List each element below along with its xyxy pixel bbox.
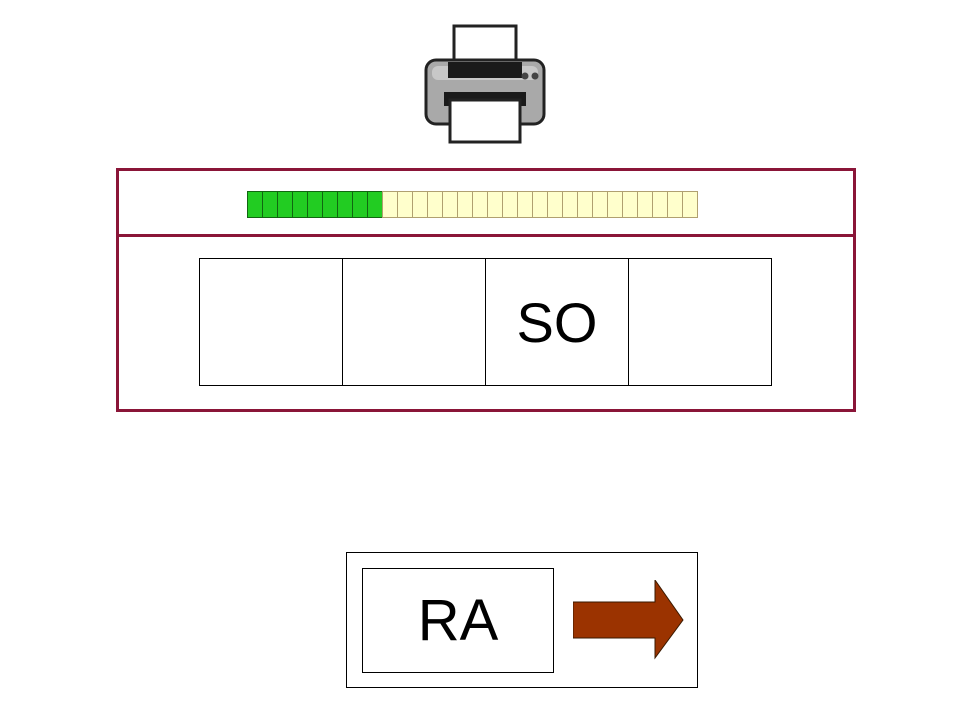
progress-segment-filled [307, 191, 323, 218]
answer-panel: RA [346, 552, 698, 688]
progress-segment-empty [547, 191, 563, 218]
progress-segment-empty [592, 191, 608, 218]
progress-segment-empty [397, 191, 413, 218]
progress-segment-empty [637, 191, 653, 218]
progress-segment-filled [277, 191, 293, 218]
progress-segment-empty [622, 191, 638, 218]
progress-segment-empty [682, 191, 698, 218]
word-slot-1[interactable] [199, 258, 343, 386]
word-slots: SO [199, 258, 772, 386]
progress-segment-empty [517, 191, 533, 218]
right-arrow-icon[interactable] [573, 580, 685, 660]
progress-segment-filled [262, 191, 278, 218]
progress-segment-empty [457, 191, 473, 218]
syllable-card[interactable]: RA [362, 568, 554, 673]
progress-segment-empty [652, 191, 668, 218]
word-slot-2[interactable] [342, 258, 486, 386]
progress-segment-filled [322, 191, 338, 218]
word-slot-3[interactable]: SO [485, 258, 629, 386]
progress-region [119, 171, 853, 237]
progress-segment-empty [427, 191, 443, 218]
progress-segment-empty [487, 191, 503, 218]
word-slot-4[interactable] [628, 258, 772, 386]
progress-segment-filled [292, 191, 308, 218]
word-panel: SO [116, 168, 856, 412]
progress-segment-filled [247, 191, 263, 218]
progress-segment-empty [442, 191, 458, 218]
progress-segment-empty [532, 191, 548, 218]
progress-segment-empty [562, 191, 578, 218]
progress-segment-filled [352, 191, 368, 218]
progress-segment-empty [667, 191, 683, 218]
progress-segment-filled [367, 191, 383, 218]
progress-segment-empty [502, 191, 518, 218]
progress-segment-empty [577, 191, 593, 218]
progress-segment-empty [382, 191, 398, 218]
progress-segment-filled [337, 191, 353, 218]
progress-bar [247, 191, 698, 218]
printer-icon[interactable] [420, 22, 550, 146]
progress-segment-empty [472, 191, 488, 218]
progress-segment-empty [607, 191, 623, 218]
progress-segment-empty [412, 191, 428, 218]
